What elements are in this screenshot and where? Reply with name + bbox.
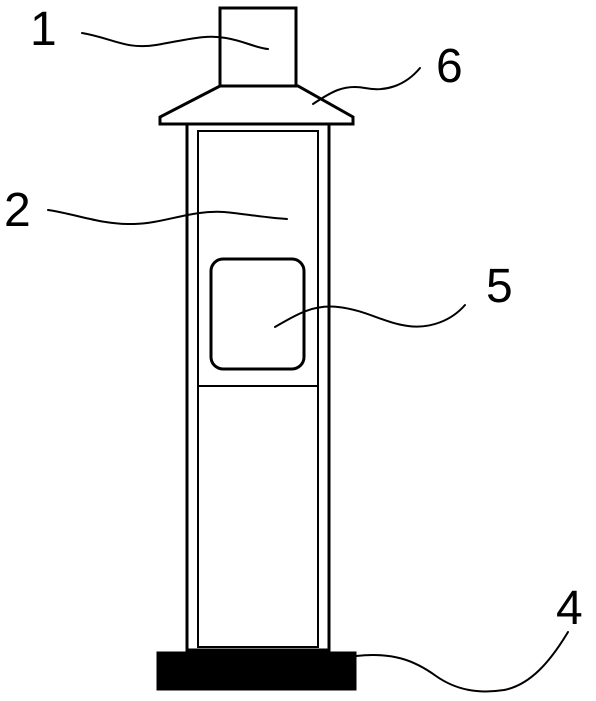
leader-line-6 xyxy=(312,67,421,105)
label-6: 6 xyxy=(436,40,463,93)
roof-canopy xyxy=(158,84,355,126)
leader-line-1 xyxy=(81,32,269,50)
column-body-inner xyxy=(197,130,319,648)
label-4: 4 xyxy=(556,582,583,635)
base-plate xyxy=(156,651,357,691)
leader-line-5 xyxy=(274,304,466,328)
label-5: 5 xyxy=(486,260,513,313)
leader-line-2 xyxy=(47,209,288,226)
label-2: 2 xyxy=(4,184,31,237)
column-body-outer xyxy=(185,122,331,652)
leader-line-4 xyxy=(355,631,569,693)
screen-window xyxy=(209,257,306,371)
label-1: 1 xyxy=(30,3,57,56)
